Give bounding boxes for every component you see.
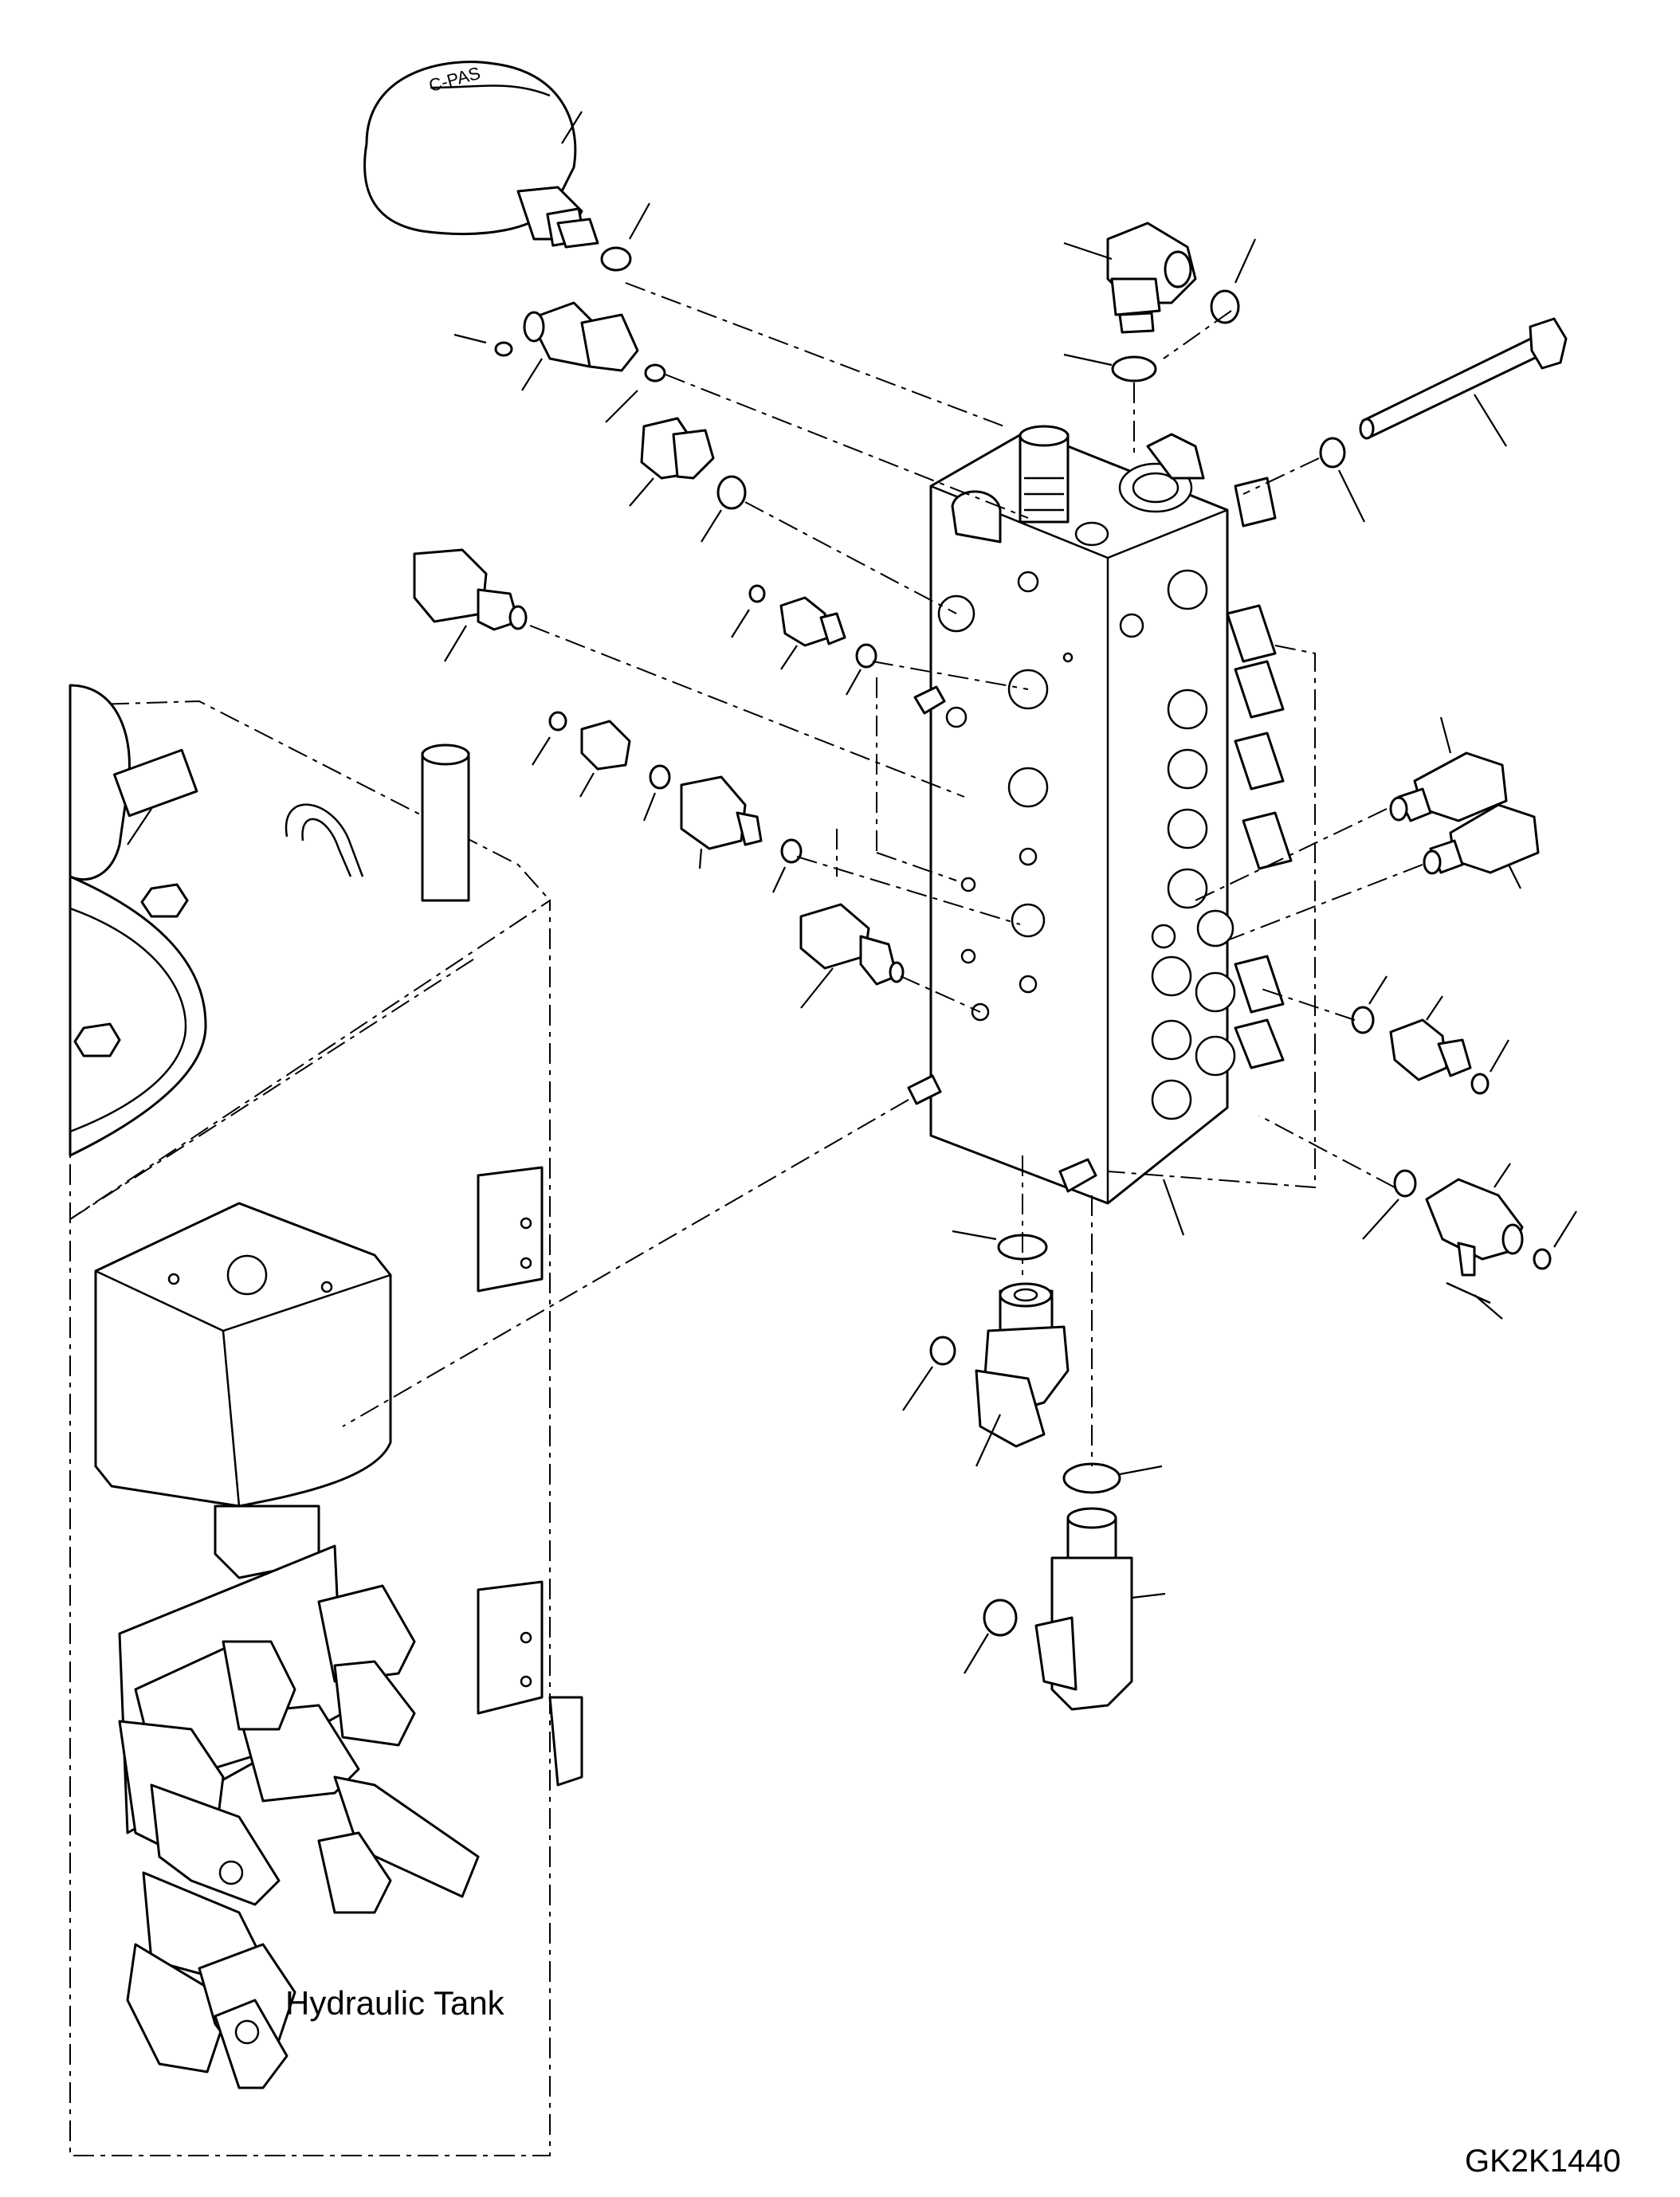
- hex-plug: [640, 417, 715, 480]
- pressure-sensor: [1423, 803, 1540, 875]
- accumulator: C-PAS: [363, 61, 599, 249]
- o-ring: [929, 1336, 956, 1366]
- tie-bolt: [1359, 317, 1568, 440]
- o-ring: [644, 363, 666, 383]
- restrictor-fitting: [736, 811, 763, 846]
- o-ring: [855, 643, 877, 669]
- washer: [1319, 437, 1346, 469]
- pressure-sensor: [1389, 751, 1508, 822]
- o-ring: [649, 764, 671, 790]
- o-ring: [1393, 1169, 1417, 1198]
- o-ring: [1111, 355, 1157, 383]
- elbow-fitting: [1034, 1507, 1133, 1711]
- hydraulic-tank-label: Hydraulic Tank: [285, 1984, 504, 2022]
- adapter-fitting: [819, 612, 846, 645]
- hydraulic-tank: [69, 684, 583, 2156]
- o-ring: [494, 341, 513, 357]
- restrictor-fitting: [680, 775, 747, 850]
- callout-valve-block: [1162, 1179, 1185, 1236]
- adapter-fitting: [1437, 1038, 1472, 1077]
- o-ring: [600, 246, 632, 272]
- o-ring: [1351, 1006, 1375, 1034]
- o-ring: [548, 711, 567, 732]
- o-ring: [1470, 1073, 1490, 1095]
- adapter-fitting: [580, 720, 631, 771]
- pressure-switch: [413, 548, 528, 631]
- assembly-lines: [342, 282, 1423, 1466]
- adapter-fitting: [1389, 1018, 1448, 1081]
- check-valve: [1425, 1178, 1524, 1304]
- elbow-fitting: [523, 301, 639, 372]
- o-ring: [780, 838, 803, 864]
- o-ring: [716, 475, 747, 510]
- control-valve-block: [907, 425, 1316, 1205]
- o-ring: [748, 584, 766, 603]
- drawing-number: GK2K1440: [1465, 2144, 1621, 2179]
- o-ring: [1210, 289, 1240, 324]
- pressure-sensor: [799, 903, 905, 986]
- elbow-fitting: [975, 1282, 1070, 1448]
- elbow-fitting: [1106, 222, 1197, 334]
- o-ring: [1533, 1248, 1552, 1270]
- o-ring: [983, 1599, 1018, 1637]
- o-ring: [1062, 1462, 1121, 1494]
